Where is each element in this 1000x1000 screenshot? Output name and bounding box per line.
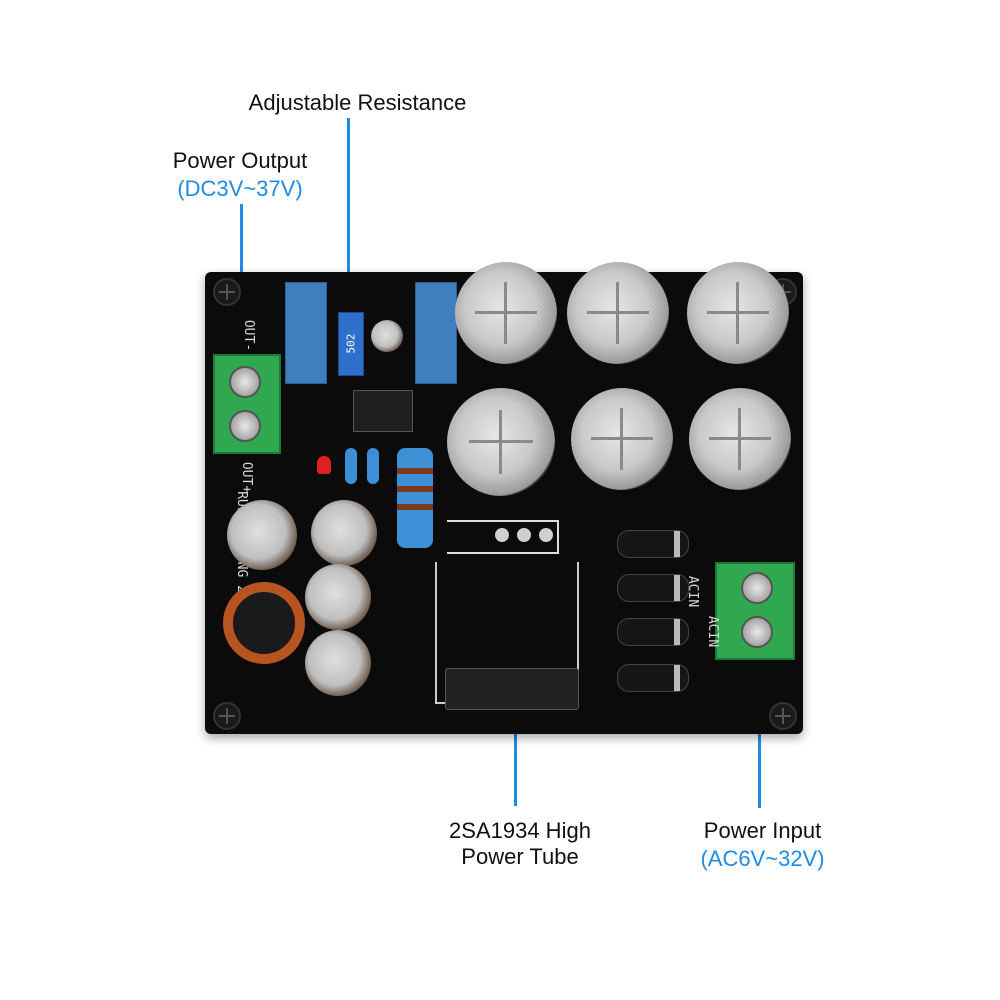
acin-silkscreen-2: ACIN xyxy=(705,615,721,648)
small-capacitor xyxy=(305,630,371,696)
solder-pad xyxy=(539,528,553,542)
solder-pad xyxy=(495,528,509,542)
inductor-coil xyxy=(223,582,305,664)
power-tube xyxy=(445,668,579,710)
electrolytic-capacitor xyxy=(455,262,557,364)
pcb-board: OUT- OUT+ RUIKMAIYING 20210412 502 xyxy=(205,262,803,734)
trimmer-silkscreen: 502 xyxy=(344,333,358,354)
rectifier-diode xyxy=(617,530,689,558)
electrolytic-capacitor xyxy=(689,388,791,490)
adjustable-resistance-leader xyxy=(347,118,350,324)
electrolytic-capacitor xyxy=(687,262,789,364)
resistor xyxy=(367,448,379,484)
trimmer-potentiometer: 502 xyxy=(338,312,364,376)
power-tube-leader xyxy=(514,700,517,806)
rectifier-diode xyxy=(617,618,689,646)
film-capacitor xyxy=(415,282,457,384)
power-input-range: (AC6V~32V) xyxy=(700,846,825,871)
out-minus-silkscreen: OUT- xyxy=(241,319,257,352)
resistor xyxy=(345,448,357,484)
red-led xyxy=(317,456,331,474)
corner-screw-icon xyxy=(213,702,241,730)
acin-silkscreen-1: ACIN xyxy=(685,575,701,608)
small-capacitor xyxy=(227,500,297,570)
solder-pad xyxy=(517,528,531,542)
rectifier-diode xyxy=(617,664,689,692)
power-output-range: (DC3V~37V) xyxy=(177,176,303,201)
electrolytic-capacitor xyxy=(447,388,555,496)
terminal-screw-icon xyxy=(741,572,773,604)
regulator-ic xyxy=(353,390,413,432)
electrolytic-capacitor xyxy=(567,262,669,364)
terminal-screw-icon xyxy=(229,410,261,442)
adjustable-resistance-label: Adjustable Resistance xyxy=(248,90,467,115)
rectifier-diode xyxy=(617,574,689,602)
power-tube-label-line2: Power Tube xyxy=(461,844,579,869)
corner-screw-icon xyxy=(213,278,241,306)
power-input-label: Power Input xyxy=(703,818,822,843)
terminal-screw-icon xyxy=(229,366,261,398)
small-capacitor xyxy=(311,500,377,566)
film-capacitor xyxy=(285,282,327,384)
power-tube-label-line1: 2SA1934 High xyxy=(449,818,591,843)
transistor-outline xyxy=(447,520,559,554)
output-terminal-block xyxy=(213,354,281,454)
terminal-screw-icon xyxy=(741,616,773,648)
power-resistor xyxy=(397,448,433,548)
small-capacitor xyxy=(371,320,403,352)
corner-screw-icon xyxy=(769,702,797,730)
out-plus-silkscreen: OUT+ xyxy=(239,461,255,494)
electrolytic-capacitor xyxy=(571,388,673,490)
power-tube-label: 2SA1934 High Power Tube xyxy=(420,818,620,870)
small-capacitor xyxy=(305,564,371,630)
power-output-label: Power Output xyxy=(172,148,308,173)
input-terminal-block xyxy=(715,562,795,660)
